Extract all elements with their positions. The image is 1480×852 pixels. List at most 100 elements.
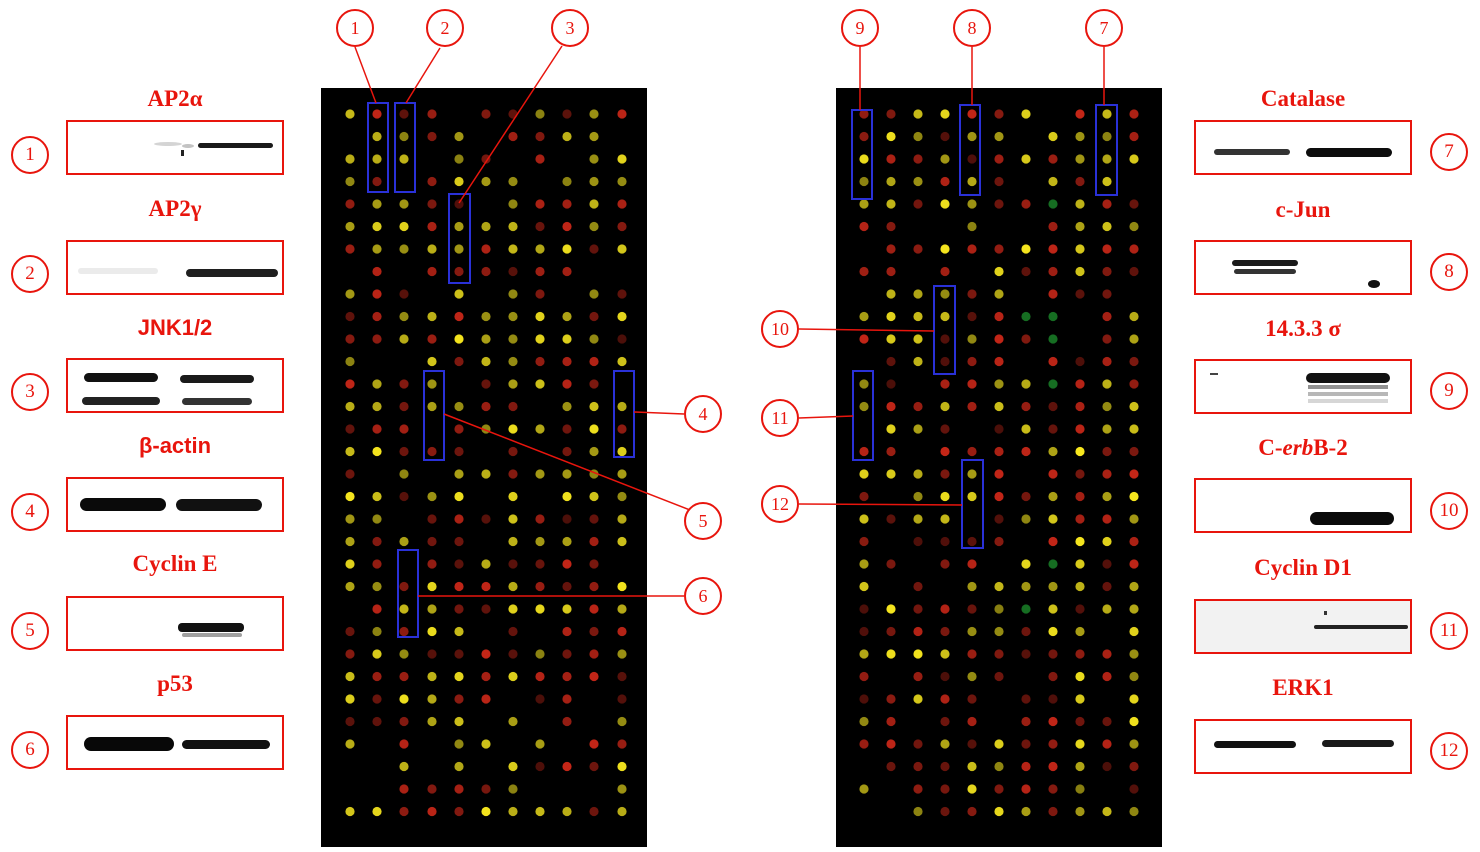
array-spot (372, 311, 382, 322)
array-spot (562, 401, 572, 412)
array-spot (454, 739, 464, 749)
array-spot (589, 649, 599, 659)
array-spot (967, 379, 977, 389)
array-spot (372, 514, 382, 524)
array-spot (1075, 109, 1085, 119)
array-spot (372, 334, 382, 344)
array-spot (562, 199, 572, 209)
array-spot (399, 379, 409, 389)
array-spot (454, 649, 464, 659)
array-spot (481, 806, 491, 817)
array-spot (399, 131, 409, 142)
array-spot (1048, 671, 1058, 682)
array-spot (427, 244, 437, 254)
array-spot (1102, 401, 1112, 412)
array-spot (886, 244, 896, 254)
array-spot (535, 806, 545, 817)
array-spot (1048, 649, 1058, 659)
array-spot (1048, 491, 1058, 502)
western-blot-jnk (66, 358, 284, 413)
array-spot (1102, 154, 1112, 164)
array-spot (617, 761, 627, 772)
array-spot (967, 739, 977, 749)
array-spot (859, 649, 869, 659)
array-spot (1021, 154, 1031, 164)
array-spot (589, 626, 599, 637)
array-spot (1102, 761, 1112, 772)
array-spot (913, 581, 923, 592)
array-spot (508, 469, 518, 479)
array-spot (427, 356, 437, 367)
array-spot (1021, 109, 1031, 119)
array-spot (589, 199, 599, 209)
array-spot (589, 671, 599, 682)
array-spot (562, 311, 572, 322)
array-spot (940, 289, 950, 299)
array-spot (372, 536, 382, 547)
array-spot (1075, 716, 1085, 727)
array-spot (399, 424, 409, 434)
array-spot (345, 289, 355, 299)
array-callout-circle (684, 577, 722, 615)
array-spot (345, 424, 355, 434)
array-callout-4: 4 (684, 395, 722, 433)
array-callout-circle (841, 9, 879, 47)
array-spot (372, 626, 382, 637)
array-spot (1102, 806, 1112, 817)
array-spot (1129, 221, 1139, 232)
array-spot (913, 739, 923, 749)
array-spot (940, 559, 950, 569)
array-spot (508, 671, 518, 682)
array-spot (859, 559, 869, 569)
array-spot (1021, 199, 1031, 209)
array-spot (1102, 244, 1112, 254)
array-spot (617, 536, 627, 547)
array-spot (454, 176, 464, 187)
array-spot (372, 694, 382, 704)
array-spot (994, 334, 1004, 344)
array-spot (535, 514, 545, 524)
array-spot (1075, 581, 1085, 592)
array-spot (886, 311, 896, 322)
array-spot (1129, 806, 1139, 817)
array-spot (589, 491, 599, 502)
array-spot (1021, 739, 1031, 749)
array-spot (617, 334, 627, 344)
array-spot (1075, 244, 1085, 254)
array-spot (859, 311, 869, 322)
array-spot (508, 244, 518, 254)
array-spot (562, 334, 572, 344)
array-spot (508, 716, 518, 727)
array-spot (562, 559, 572, 569)
array-spot (589, 424, 599, 434)
array-spot (481, 469, 491, 479)
array-spot (886, 649, 896, 659)
array-callout-circle (336, 9, 374, 47)
array-spot (1075, 221, 1085, 232)
array-spot (345, 154, 355, 164)
array-spot (1021, 806, 1031, 817)
array-spot (454, 514, 464, 524)
array-spot (1129, 694, 1139, 704)
array-spot (1075, 491, 1085, 502)
array-spot (399, 604, 409, 614)
array-spot (399, 761, 409, 772)
array-spot (913, 176, 923, 187)
array-spot (1102, 176, 1112, 187)
array-spot (1129, 266, 1139, 277)
array-spot (913, 109, 923, 119)
array-spot (345, 739, 355, 749)
western-blot-ap2-alpha (66, 120, 284, 175)
array-spot (1075, 289, 1085, 299)
array-spot (913, 626, 923, 637)
array-spot (967, 581, 977, 592)
array-spot (481, 604, 491, 614)
array-spot (454, 424, 464, 434)
array-spot (589, 604, 599, 614)
array-spot (859, 581, 869, 592)
array-spot (617, 109, 627, 119)
array-spot (1021, 514, 1031, 524)
array-spot (1129, 671, 1139, 682)
array-spot (859, 379, 869, 389)
array-spot (427, 131, 437, 142)
